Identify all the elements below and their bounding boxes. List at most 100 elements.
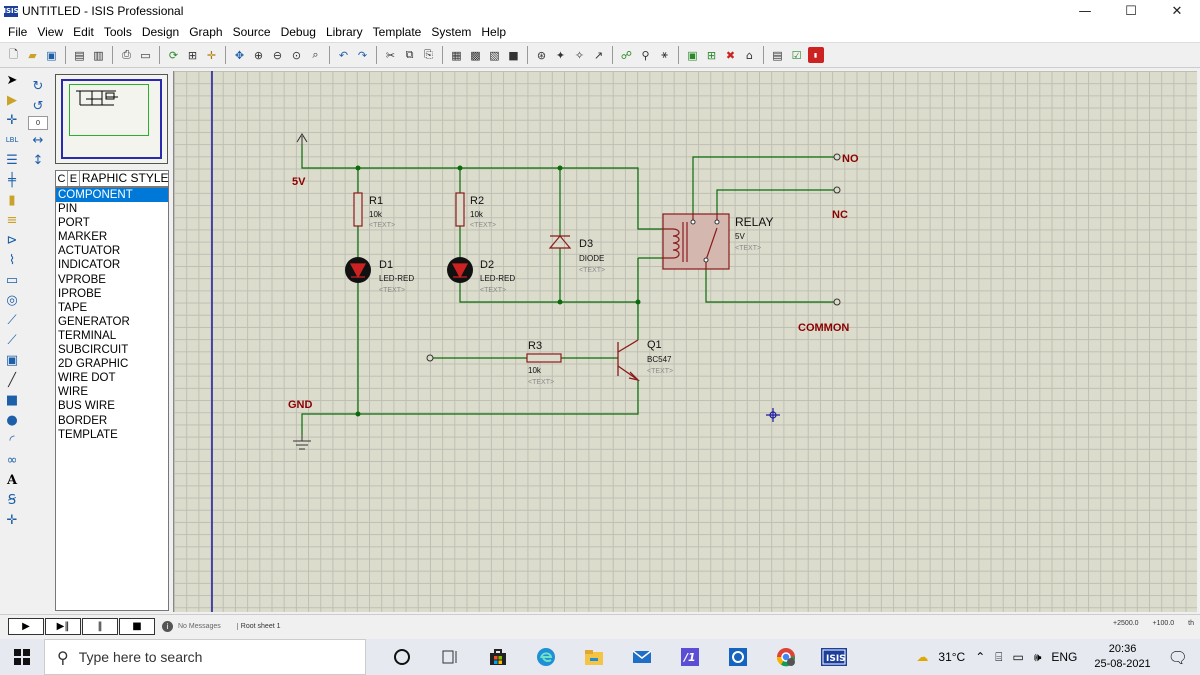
led-d2[interactable]	[447, 257, 473, 283]
packaging-icon[interactable]: ✧	[574, 48, 585, 62]
wire-autorouter-icon[interactable]: ☍	[620, 48, 633, 62]
area-icon[interactable]: ▭	[140, 48, 151, 62]
no-terminal[interactable]	[833, 153, 841, 161]
task-view-icon[interactable]	[426, 639, 474, 675]
list-item[interactable]: INDICATOR	[58, 259, 121, 272]
generator-icon[interactable]: ◎	[6, 292, 18, 308]
tray-chevron-icon[interactable]: ⌃	[975, 650, 986, 664]
cut-icon[interactable]: ✂	[385, 48, 396, 62]
menu-graph[interactable]: Graph	[189, 25, 223, 39]
schematic-canvas[interactable]: 5V GND R1 10k <TEXT> R2 10k <TEXT> D1 LE…	[173, 71, 1197, 612]
resistor-r2[interactable]	[455, 192, 465, 227]
origin-icon[interactable]: ✛	[206, 48, 217, 62]
step-button[interactable]: ▶‖	[45, 618, 81, 635]
resistor-r3[interactable]	[526, 353, 562, 363]
search-tag-icon[interactable]: ⚲	[641, 48, 650, 62]
battery-icon[interactable]: ▭	[1012, 650, 1024, 664]
pan-icon[interactable]: ✥	[234, 48, 245, 62]
bus-icon[interactable]: ╪	[8, 172, 16, 188]
list-item[interactable]: IPROBE	[58, 287, 102, 300]
undo-icon[interactable]: ↶	[338, 48, 349, 62]
import-icon[interactable]: ▤	[74, 48, 85, 62]
list-item[interactable]: BORDER	[58, 414, 108, 427]
list-item[interactable]: BUS WIRE	[58, 400, 115, 413]
transistor-q1[interactable]	[617, 339, 641, 382]
visual-studio-icon[interactable]: /1	[666, 639, 714, 675]
decompose-icon[interactable]: ↗	[593, 48, 604, 62]
new-file-icon[interactable]: 🗋	[9, 47, 18, 61]
edge-icon[interactable]	[522, 639, 570, 675]
minimize-button[interactable]: —	[1078, 3, 1092, 19]
block-move-icon[interactable]: ▩	[470, 48, 481, 62]
input-terminal[interactable]	[426, 354, 434, 362]
subcircuit-icon[interactable]: ▮	[8, 192, 16, 208]
volume-icon[interactable]: 🕪	[1033, 649, 1042, 664]
pause-button[interactable]: ‖	[82, 618, 118, 635]
menu-tools[interactable]: Tools	[103, 25, 132, 39]
list-item[interactable]: TAPE	[58, 301, 88, 314]
language-indicator[interactable]: ENG	[1051, 650, 1078, 664]
menu-file[interactable]: File	[8, 25, 28, 39]
notifications-icon[interactable]: 🗨	[1167, 647, 1188, 667]
ares-icon[interactable]: ▮	[807, 47, 824, 63]
maximize-button[interactable]: ☐	[1125, 3, 1137, 19]
copy-icon[interactable]: ⧉	[405, 48, 414, 61]
add-sheet-icon[interactable]: ⊞	[706, 48, 717, 62]
mail-icon[interactable]	[618, 639, 666, 675]
circle-icon[interactable]: ●	[6, 412, 18, 428]
list-item[interactable]: VPROBE	[58, 273, 106, 286]
list-item[interactable]: ACTUATOR	[58, 245, 121, 258]
current-probe-icon[interactable]: ⟋	[7, 332, 17, 348]
virtual-instrument-icon[interactable]: ▣	[5, 352, 19, 368]
arc-icon[interactable]: ◜	[9, 432, 15, 448]
pick-device-icon[interactable]: ⊛	[536, 48, 547, 62]
menu-library[interactable]: Library	[325, 25, 363, 39]
rotate-clockwise-icon[interactable]: ↻	[32, 78, 44, 94]
line-icon[interactable]: ╱	[8, 372, 16, 388]
list-item[interactable]: TEMPLATE	[58, 428, 118, 441]
overview-viewport[interactable]	[69, 84, 149, 136]
clock[interactable]: 20:36 25-08-2021	[1094, 642, 1150, 672]
menu-debug[interactable]: Debug	[280, 25, 316, 39]
zoom-all-icon[interactable]: ⊙	[291, 48, 302, 62]
edit-library-button[interactable]: E	[68, 171, 80, 186]
overview-window[interactable]	[55, 74, 168, 164]
box-icon[interactable]: ■	[5, 392, 19, 408]
print-icon[interactable]: ⎙	[122, 48, 131, 61]
zoom-out-icon[interactable]: ⊖	[272, 48, 283, 62]
network-icon[interactable]: ⌸	[995, 649, 1003, 664]
power-terminal[interactable]	[296, 133, 308, 145]
list-item[interactable]: GENERATOR	[58, 315, 130, 328]
paste-icon[interactable]: ⎘	[424, 48, 433, 61]
isis-taskbar-icon[interactable]: ISIS	[810, 639, 858, 675]
chrome-icon[interactable]	[762, 639, 810, 675]
message-area[interactable]: i No Messages	[162, 621, 221, 632]
temperature[interactable]: 31°C	[938, 650, 966, 664]
list-item[interactable]: TERMINAL	[58, 329, 117, 342]
list-item[interactable]: SUBCIRCUIT	[58, 344, 129, 357]
exit-parent-icon[interactable]: ⌂	[746, 48, 753, 62]
list-item[interactable]: COMPONENT	[56, 188, 168, 203]
text-script-icon[interactable]: ☰	[6, 152, 18, 168]
save-icon[interactable]: ▣	[46, 48, 57, 62]
menu-template[interactable]: Template	[372, 25, 422, 39]
wire-label-icon[interactable]: LBL	[5, 136, 19, 144]
menu-system[interactable]: System	[431, 25, 472, 39]
new-sheet-icon[interactable]: ▣	[687, 48, 698, 62]
windows-start-icon[interactable]	[0, 639, 44, 675]
junction-dot-icon[interactable]: ✛	[6, 112, 18, 128]
nc-terminal[interactable]	[833, 186, 841, 194]
block-copy-icon[interactable]: ▦	[451, 48, 462, 62]
export-icon[interactable]: ▥	[93, 48, 104, 62]
list-item[interactable]: MARKER	[58, 231, 108, 244]
open-folder-icon[interactable]: ▰	[28, 48, 37, 62]
make-device-icon[interactable]: ✦	[555, 48, 566, 62]
taskbar-search[interactable]: ⚲ Type here to search	[44, 639, 366, 675]
file-explorer-icon[interactable]	[570, 639, 618, 675]
list-item[interactable]: WIRE	[58, 386, 89, 399]
mirror-vertical-icon[interactable]: ↕	[32, 152, 44, 168]
graph-icon[interactable]: ⌇	[8, 252, 16, 268]
menu-source[interactable]: Source	[232, 25, 271, 39]
relay[interactable]	[662, 213, 730, 270]
zoom-in-icon[interactable]: ⊕	[253, 48, 264, 62]
